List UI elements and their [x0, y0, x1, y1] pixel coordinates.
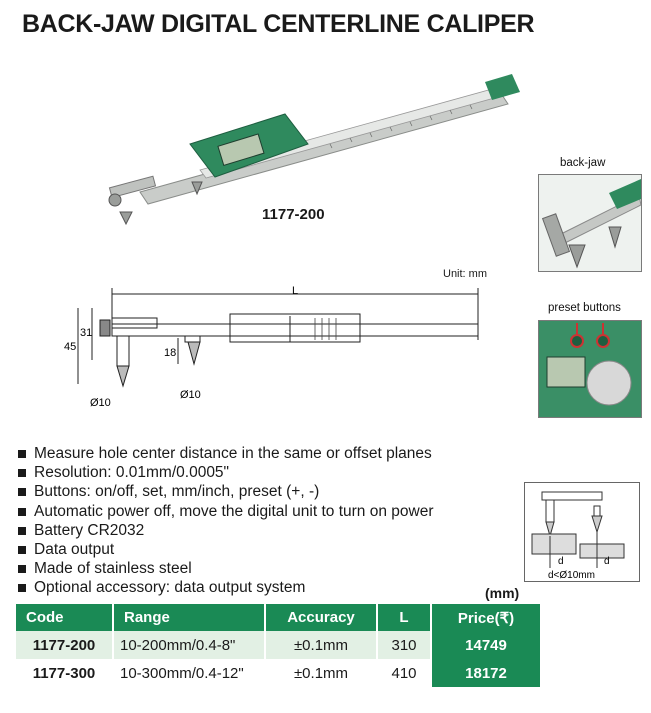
- col-accuracy: Accuracy: [265, 604, 378, 631]
- offset-diagram: d d d<Ø10mm: [524, 482, 640, 582]
- feature-item: Buttons: on/off, set, mm/inch, preset (+…: [16, 482, 434, 501]
- feature-item: Measure hole center distance in the same…: [16, 444, 434, 463]
- diagram-note: d<Ø10mm: [548, 570, 595, 581]
- cell-accuracy: ±0.1mm: [265, 659, 378, 687]
- cell-code: 1177-200: [16, 631, 114, 659]
- caliper-photo: [108, 74, 520, 226]
- table-row: 1177-200 10-200mm/0.4-8" ±0.1mm 310 1474…: [16, 631, 542, 659]
- cell-range: 10-300mm/0.4-12": [113, 659, 266, 687]
- dim-d10-right: Ø10: [180, 389, 201, 401]
- backjaw-photo: [538, 174, 642, 272]
- col-price: Price(₹): [431, 604, 542, 631]
- table-row: 1177-300 10-300mm/0.4-12" ±0.1mm 410 181…: [16, 659, 542, 687]
- page-title: BACK-JAW DIGITAL CENTERLINE CALIPER: [22, 10, 535, 38]
- col-L: L: [377, 604, 432, 631]
- col-code: Code: [16, 604, 114, 631]
- dimension-drawing: L 45 31 18 Ø10 Ø10: [64, 285, 479, 409]
- model-label: 1177-200: [262, 206, 325, 223]
- cell-price: 14749: [431, 631, 542, 659]
- preset-caption: preset buttons: [548, 302, 621, 314]
- feature-item: Optional accessory: data output system: [16, 578, 434, 597]
- table-header-row: Code Range Accuracy L Price(₹): [16, 604, 542, 631]
- dim-d10-left: Ø10: [90, 397, 111, 409]
- backjaw-caption: back-jaw: [560, 157, 606, 169]
- feature-item: Resolution: 0.01mm/0.0005": [16, 463, 434, 482]
- feature-item: Made of stainless steel: [16, 559, 434, 578]
- dim-45: 45: [64, 341, 76, 353]
- cell-range: 10-200mm/0.4-8": [113, 631, 266, 659]
- unit-label: Unit: mm: [443, 268, 487, 280]
- feature-item: Battery CR2032: [16, 521, 434, 540]
- cell-accuracy: ±0.1mm: [265, 631, 378, 659]
- spec-table: Code Range Accuracy L Price(₹) 1177-200 …: [16, 604, 542, 687]
- cell-code: 1177-300: [16, 659, 114, 687]
- diagram-d2: d: [604, 556, 610, 567]
- diagram-d1: d: [558, 556, 564, 567]
- dim-L: L: [292, 285, 298, 297]
- dim-31: 31: [80, 327, 92, 339]
- cell-L: 410: [377, 659, 432, 687]
- preset-buttons-photo: [538, 320, 642, 418]
- cell-L: 310: [377, 631, 432, 659]
- cell-price: 18172: [431, 659, 542, 687]
- feature-list: Measure hole center distance in the same…: [16, 444, 434, 598]
- dim-18: 18: [164, 347, 176, 359]
- feature-item: Data output: [16, 540, 434, 559]
- feature-item: Automatic power off, move the digital un…: [16, 502, 434, 521]
- col-range: Range: [113, 604, 266, 631]
- table-unit: (mm): [485, 585, 520, 601]
